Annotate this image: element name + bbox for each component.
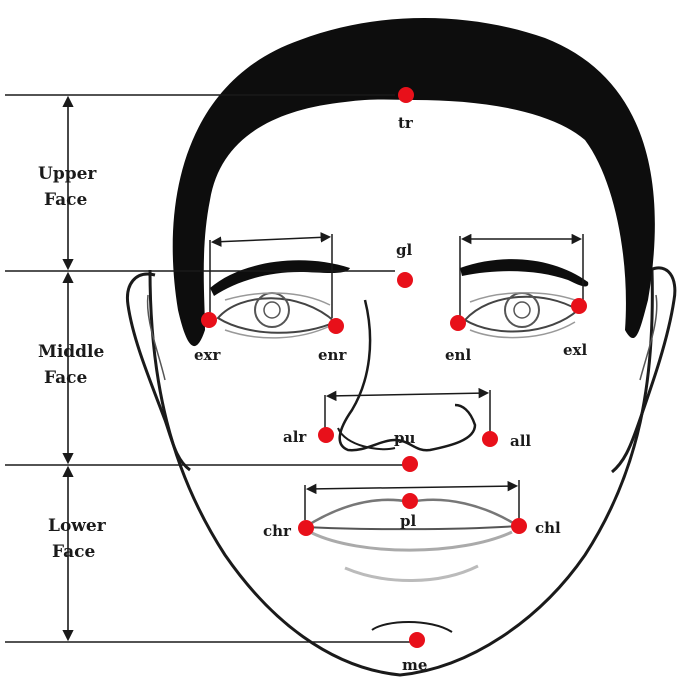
landmark-pu-point xyxy=(402,456,418,472)
lower-face-label-line2: Face xyxy=(52,542,96,562)
landmark-tr-point xyxy=(398,87,414,103)
landmark-enr-label: enr xyxy=(318,346,347,364)
landmark-alr-point xyxy=(318,427,334,443)
landmark-enl-label: enl xyxy=(445,346,471,364)
landmark-me-point xyxy=(409,632,425,648)
lower-face-label-line1: Lower xyxy=(48,516,107,536)
landmark-gl-label: gl xyxy=(396,241,412,259)
right-eye-width-arrow xyxy=(210,232,332,247)
width-arrows xyxy=(209,232,584,520)
left-eyebrow xyxy=(460,259,589,287)
left-eye xyxy=(463,291,580,339)
face-outline xyxy=(148,269,654,677)
landmark-chl-point xyxy=(511,518,527,534)
left-ear xyxy=(611,266,677,474)
nose-width-arrow xyxy=(325,387,490,402)
mouth xyxy=(304,498,519,582)
landmark-exr-point xyxy=(201,312,217,328)
landmark-enr-point xyxy=(328,318,344,334)
middle-face-label-line1: Middle xyxy=(38,342,105,362)
landmark-me-label: me xyxy=(402,656,427,674)
right-eyebrow xyxy=(210,260,350,296)
middle-face-label-line2: Face xyxy=(44,368,88,388)
landmark-pu-label: pu xyxy=(394,429,415,447)
landmark-pl-label: pl xyxy=(400,512,416,530)
landmark-gl-point xyxy=(397,272,413,288)
landmark-exr-label: exr xyxy=(194,346,221,364)
hair xyxy=(172,18,655,347)
landmark-alr-label: alr xyxy=(283,428,307,446)
right-eye xyxy=(216,292,337,339)
landmark-tr-label: tr xyxy=(398,114,414,132)
landmark-chl-label: chl xyxy=(535,519,561,537)
upper-face-label-line1: Upper xyxy=(38,164,97,184)
landmark-all-point xyxy=(482,431,498,447)
landmark-pl-point xyxy=(402,493,418,509)
landmark-exl-point xyxy=(571,298,587,314)
right-ear xyxy=(125,272,191,472)
landmark-chr-point xyxy=(298,520,314,536)
landmark-points xyxy=(201,87,587,648)
landmark-all-label: all xyxy=(510,432,531,450)
reference-lines xyxy=(5,94,410,643)
landmark-chr-label: chr xyxy=(263,522,292,540)
mouth-width-arrow xyxy=(305,480,519,495)
landmark-exl-label: exl xyxy=(563,341,587,359)
landmark-enl-point xyxy=(450,315,466,331)
upper-face-label-line2: Face xyxy=(44,190,88,210)
chin xyxy=(371,621,453,633)
